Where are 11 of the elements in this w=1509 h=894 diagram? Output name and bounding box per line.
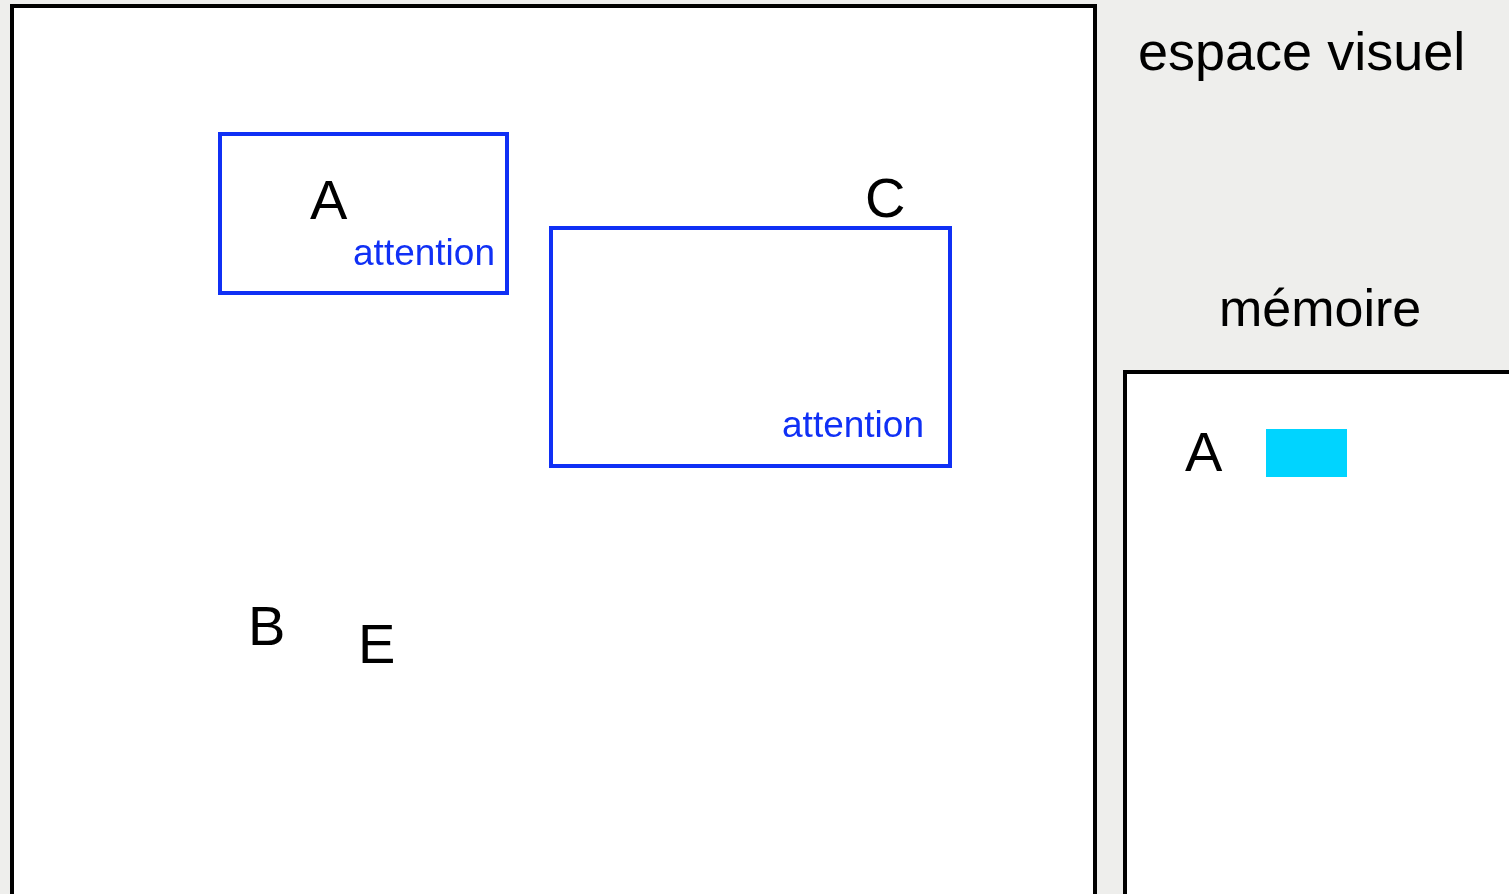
- attention-label: attention: [353, 234, 495, 271]
- letter: E: [358, 616, 396, 672]
- letter: C: [865, 170, 906, 226]
- visual-space-frame: [10, 4, 1097, 894]
- attention-window: [218, 132, 509, 295]
- memory-item-block: [1266, 429, 1347, 477]
- attention-label: attention: [782, 406, 924, 443]
- letter: B: [248, 598, 286, 654]
- letter: A: [1185, 424, 1223, 480]
- letter: A: [310, 172, 348, 228]
- memory-heading: mémoire: [1219, 282, 1422, 334]
